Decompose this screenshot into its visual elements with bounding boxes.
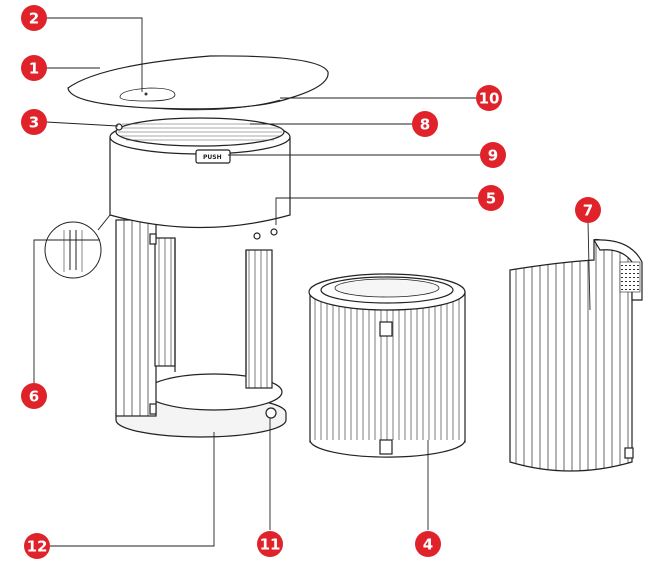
filter-cover-shell xyxy=(509,238,643,472)
push-button-label: PUSH xyxy=(203,154,222,161)
svg-text:5: 5 xyxy=(486,190,496,208)
svg-text:11: 11 xyxy=(260,536,281,554)
callout-1: 1 xyxy=(21,55,47,81)
callout-4: 4 xyxy=(415,531,441,557)
main-body xyxy=(109,117,291,438)
svg-text:8: 8 xyxy=(420,116,430,134)
leader-12 xyxy=(50,432,215,547)
upper-housing xyxy=(109,137,291,229)
leader-3 xyxy=(45,121,119,127)
callout-6: 6 xyxy=(21,383,47,409)
leader-6 xyxy=(33,239,45,384)
callout-2: 2 xyxy=(21,5,47,31)
push-button xyxy=(195,149,231,164)
callout-12: 12 xyxy=(24,533,50,559)
svg-text:3: 3 xyxy=(29,114,39,132)
leader-2 xyxy=(46,17,143,92)
svg-text:4: 4 xyxy=(423,536,433,554)
leader-7 xyxy=(587,221,591,311)
svg-text:10: 10 xyxy=(479,90,500,108)
svg-text:7: 7 xyxy=(583,202,593,220)
svg-text:6: 6 xyxy=(29,388,39,406)
svg-text:2: 2 xyxy=(29,10,39,28)
callout-7: 7 xyxy=(575,197,601,223)
callout-5: 5 xyxy=(478,185,504,211)
callout-10: 10 xyxy=(476,85,502,111)
svg-text:12: 12 xyxy=(27,538,48,556)
side-icon-a xyxy=(253,232,261,240)
svg-text:1: 1 xyxy=(29,60,39,78)
ribbed-shell xyxy=(115,219,157,417)
base-screw xyxy=(265,407,277,419)
svg-text:9: 9 xyxy=(488,147,498,165)
top-cover xyxy=(67,55,329,111)
cylindrical-filter xyxy=(308,273,466,458)
callout-3: 3 xyxy=(21,109,47,135)
leader-5 xyxy=(275,197,478,225)
detail-zoom xyxy=(44,214,111,279)
callout-9: 9 xyxy=(480,142,506,168)
callout-11: 11 xyxy=(257,531,283,557)
side-icon-b xyxy=(270,228,278,236)
callout-8: 8 xyxy=(412,111,438,137)
leader-lines xyxy=(33,17,591,547)
